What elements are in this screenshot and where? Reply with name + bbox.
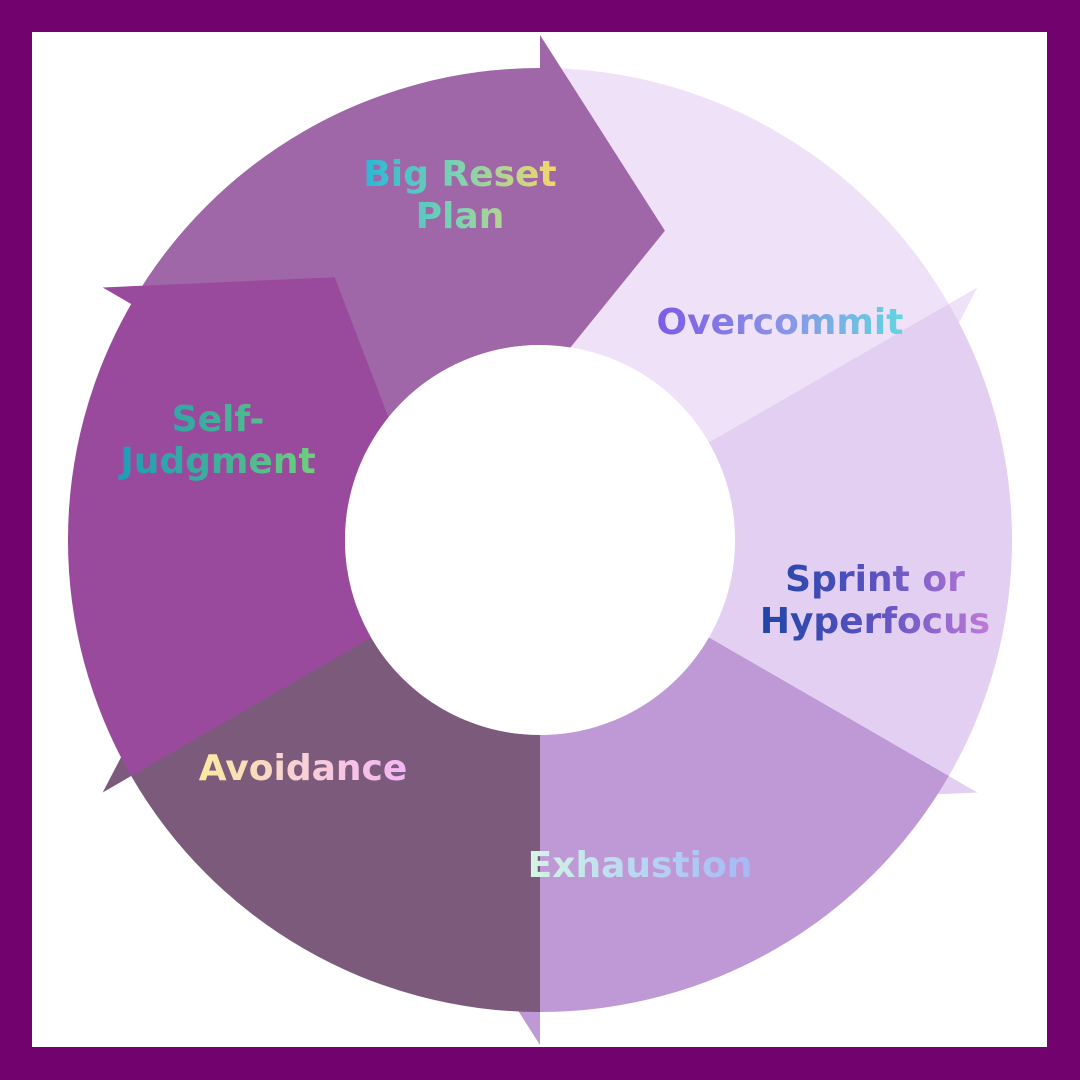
segment-arrow-exhaustion [415, 637, 949, 1045]
label-line: Plan [416, 196, 505, 237]
label-line: Sprint or [785, 559, 965, 600]
label-self-judgment: Self-Judgment [117, 399, 315, 482]
segments-layer [67, 35, 1013, 1045]
label-overcommit: Overcommit [657, 302, 904, 343]
label-line: Hyperfocus [760, 601, 990, 642]
center-hole [345, 345, 735, 735]
label-line: Self- [172, 399, 265, 440]
label-line: Exhaustion [528, 845, 753, 886]
segment-arrow-self-judgment [67, 277, 406, 776]
label-line: Big Reset [363, 154, 556, 195]
label-exhaustion: Exhaustion [528, 845, 753, 886]
label-line: Overcommit [657, 302, 904, 343]
label-line: Judgment [117, 441, 315, 482]
label-line: Avoidance [199, 748, 408, 789]
label-avoidance: Avoidance [199, 748, 408, 789]
